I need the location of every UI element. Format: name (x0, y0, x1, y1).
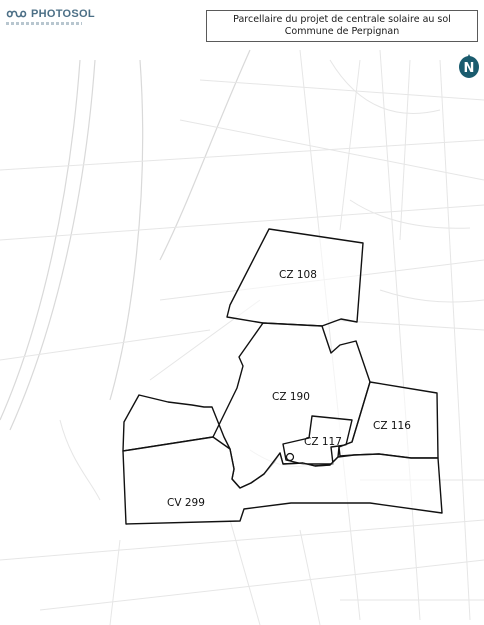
background-railway (0, 49, 251, 431)
logo-wordmark: PHOTOSOL (31, 8, 95, 20)
logo-tagline (6, 22, 82, 25)
label-cz-116: CZ 116 (373, 420, 411, 432)
map-title-box: Parcellaire du projet de centrale solair… (206, 10, 478, 42)
photosol-logo: PHOTOSOL (6, 8, 116, 36)
label-cz-117: CZ 117 (304, 436, 342, 448)
infinity-logo-icon (6, 10, 27, 18)
north-letter: N (464, 61, 475, 76)
parcels-layer (122, 228, 443, 525)
parcel-cv-299[interactable] (122, 436, 443, 525)
parcel-labels: CZ 108 CZ 190 CZ 117 CZ 116 CV 299 (167, 269, 411, 509)
map-title: Parcellaire du projet de centrale solair… (233, 14, 451, 25)
north-arrow-icon: N (459, 54, 479, 78)
label-cv-299: CV 299 (167, 497, 205, 509)
parcel-cz-117[interactable] (282, 415, 353, 465)
label-cz-108: CZ 108 (279, 269, 317, 281)
label-cz-190: CZ 190 (272, 391, 310, 403)
map-subtitle: Commune de Perpignan (284, 26, 400, 37)
background-streets (0, 49, 484, 625)
